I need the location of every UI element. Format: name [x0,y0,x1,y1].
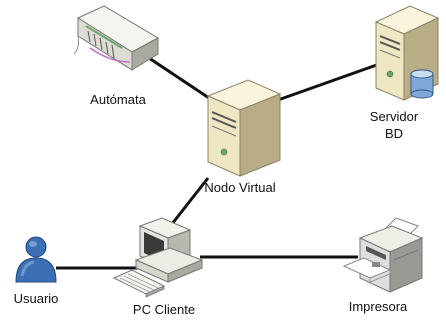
desktop-computer-icon [112,217,204,298]
node-usuario [14,236,60,284]
edge-nodo-servidor [277,60,386,102]
label-automata: Autómata [90,92,146,107]
label-usuario: Usuario [13,291,59,306]
node-nodo-virtual [204,78,284,178]
database-server-icon [374,5,440,101]
label-servidor-line2: BD [384,126,404,141]
edge-nodo-pc [170,177,210,225]
server-tower-icon [206,79,282,177]
node-servidor [372,4,444,104]
user-icon [15,236,57,283]
printer-icon [342,217,424,293]
label-nodo-virtual: Nodo Virtual [204,180,276,195]
edge-automata-nodo [139,50,219,106]
label-servidor-line1: Servidor [369,109,419,124]
label-pc-cliente: PC Cliente [132,302,196,317]
node-automata [60,4,160,76]
plc-device-icon [73,5,160,71]
node-pc-cliente [112,216,208,302]
label-impresora: Impresora [348,299,408,314]
node-impresora [338,214,428,298]
